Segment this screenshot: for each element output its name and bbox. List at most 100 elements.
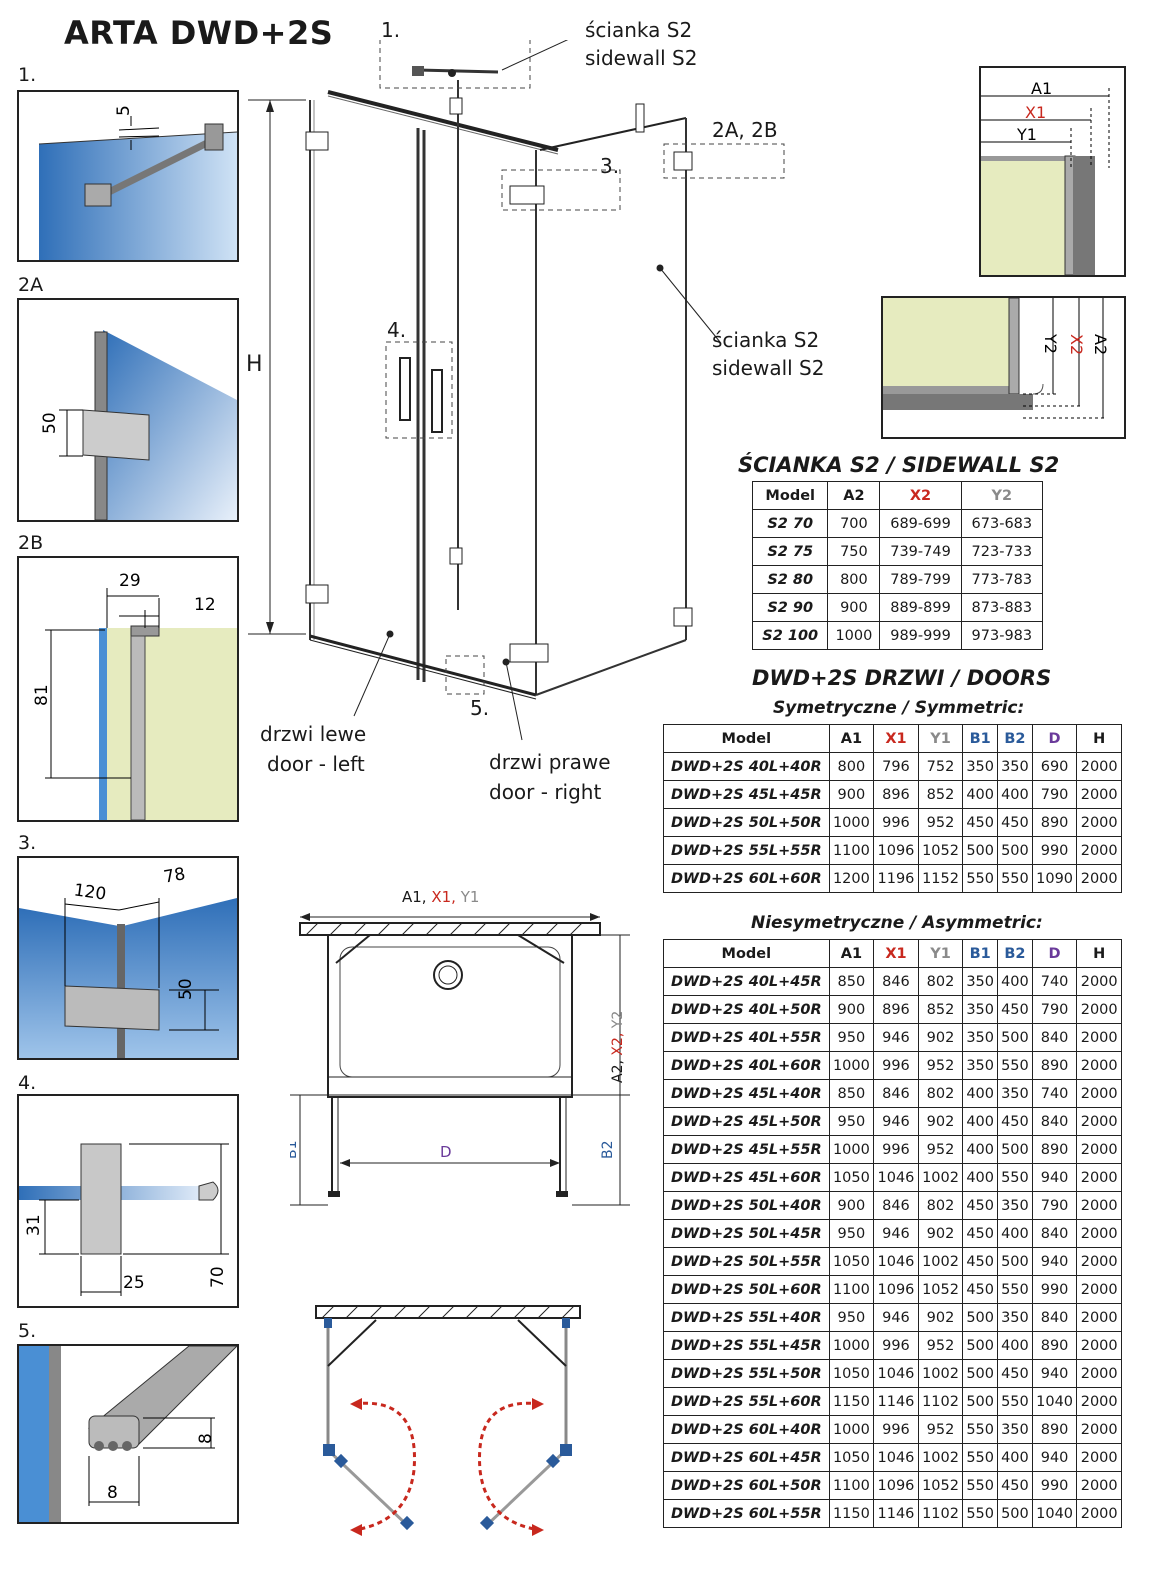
value-cell: 1040	[1031, 1499, 1078, 1528]
value-cell: 2000	[1076, 836, 1122, 865]
detail-2a-dim-50: 50	[40, 412, 60, 434]
model-cell: S2 75	[751, 537, 829, 566]
detail-3-dim-120: 120	[73, 880, 108, 904]
value-cell: 973-983	[960, 621, 1044, 650]
value-cell: 900	[827, 593, 881, 622]
value-cell: 890	[1031, 808, 1078, 837]
value-cell: 790	[1031, 995, 1078, 1024]
value-cell: 1000	[828, 1135, 875, 1164]
value-cell: 802	[917, 967, 964, 996]
door-right-label-en: door - right	[489, 780, 602, 804]
detail-panel-2a: 50	[17, 298, 239, 522]
value-cell: 1052	[917, 1471, 964, 1500]
detail-3-dim-78: 78	[162, 864, 187, 887]
model-cell: DWD+2S 45L+40R	[663, 1079, 830, 1108]
value-cell: 1196	[873, 864, 919, 893]
value-cell: 940	[1031, 1359, 1078, 1388]
value-cell: 800	[827, 565, 881, 594]
value-cell: 1146	[873, 1387, 919, 1416]
value-cell: 902	[917, 1219, 964, 1248]
detail-panel-2b: 29 12 81	[17, 556, 239, 822]
value-cell: 890	[1031, 1415, 1078, 1444]
asym-col-d: D	[1031, 939, 1078, 968]
value-cell: 2000	[1076, 1219, 1122, 1248]
value-cell: 873-883	[960, 593, 1044, 622]
plan-d-label: D	[440, 1143, 452, 1161]
doors-heading: DWD+2S DRZWI / DOORS	[752, 666, 1052, 690]
corner-side-y-label: Y2	[1041, 333, 1060, 354]
value-cell: 550	[962, 1499, 999, 1528]
detail-5-dim-8-vertical: 8	[196, 1433, 216, 1444]
value-cell: 1152	[917, 864, 964, 893]
value-cell: 846	[873, 1191, 919, 1220]
value-cell: 400	[997, 780, 1033, 809]
plan-width-x: X1,	[431, 888, 456, 906]
value-cell: 350	[962, 1051, 999, 1080]
value-cell: 1100	[828, 836, 875, 865]
value-cell: 950	[828, 1303, 875, 1332]
value-cell: 1150	[828, 1387, 875, 1416]
value-cell: 500	[997, 1247, 1033, 1276]
value-cell: 550	[997, 1275, 1033, 1304]
detail-4-dim-31: 31	[24, 1214, 44, 1236]
detail-4-dim-70: 70	[208, 1266, 228, 1288]
value-cell: 400	[962, 1163, 999, 1192]
value-cell: 723-733	[960, 537, 1044, 566]
value-cell: 996	[873, 1415, 919, 1444]
detail-1-dim-5: 5	[114, 105, 134, 116]
sym-col-b1: B1	[962, 724, 999, 753]
value-cell: 2000	[1076, 1275, 1122, 1304]
detail-2b-label: 2B	[18, 532, 44, 554]
corner-top-x-label: X1	[1025, 103, 1046, 122]
sym-col-h: H	[1076, 724, 1122, 753]
value-cell: 1050	[828, 1443, 875, 1472]
value-cell: 946	[873, 1219, 919, 1248]
callout-4: 4.	[387, 318, 407, 342]
value-cell: 500	[997, 1499, 1033, 1528]
value-cell: 940	[1031, 1443, 1078, 1472]
value-cell: 940	[1031, 1247, 1078, 1276]
model-cell: S2 70	[751, 509, 829, 538]
value-cell: 902	[917, 1303, 964, 1332]
value-cell: 840	[1031, 1023, 1078, 1052]
detail-2b-dim-12: 12	[194, 595, 216, 615]
value-cell: 2000	[1076, 995, 1122, 1024]
value-cell: 400	[962, 1135, 999, 1164]
enclosure-3d-drawing	[248, 40, 785, 741]
value-cell: 500	[962, 1303, 999, 1332]
value-cell: 2000	[1076, 1163, 1122, 1192]
model-cell: DWD+2S 50L+40R	[663, 1191, 830, 1220]
value-cell: 550	[997, 864, 1033, 893]
model-cell: DWD+2S 40L+40R	[663, 752, 830, 781]
value-cell: 840	[1031, 1303, 1078, 1332]
value-cell: 350	[997, 1415, 1033, 1444]
detail-panel-4: 31 25 70	[17, 1094, 239, 1308]
model-cell: DWD+2S 60L+60R	[663, 864, 830, 893]
door-left-label-en: door - left	[267, 752, 365, 776]
symmetric-table-header: Model A1 X1 Y1 B1 B2 D H	[663, 724, 1122, 753]
symmetric-table: Model A1 X1 Y1 B1 B2 D H DWD+2S 40L+40R 8…	[663, 724, 1122, 893]
value-cell: 1150	[828, 1499, 875, 1528]
model-cell: S2 100	[751, 621, 829, 650]
value-cell: 450	[962, 1219, 999, 1248]
value-cell: 952	[917, 1135, 964, 1164]
value-cell: 350	[997, 1303, 1033, 1332]
value-cell: 1002	[917, 1163, 964, 1192]
value-cell: 2000	[1076, 1191, 1122, 1220]
value-cell: 1050	[828, 1247, 875, 1276]
value-cell: 500	[997, 1135, 1033, 1164]
value-cell: 550	[962, 1443, 999, 1472]
value-cell: 450	[997, 808, 1033, 837]
asym-col-model: Model	[663, 939, 830, 968]
value-cell: 790	[1031, 1191, 1078, 1220]
